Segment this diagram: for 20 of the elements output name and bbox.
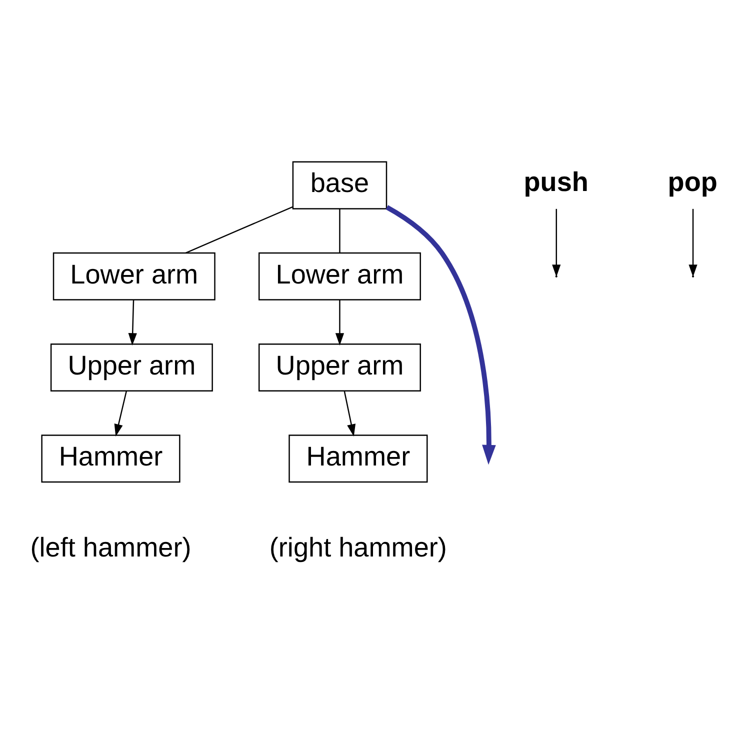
arrow bbox=[386, 205, 496, 465]
connector bbox=[186, 206, 293, 254]
connector bbox=[339, 208, 340, 253]
node-box: Hammer bbox=[41, 434, 180, 483]
arrow bbox=[344, 390, 356, 437]
node-box: Lower arm bbox=[52, 252, 216, 300]
node-label: (right hammer) bbox=[269, 532, 447, 563]
node-text: push bbox=[524, 166, 588, 197]
node-box: Upper arm bbox=[258, 344, 421, 392]
arrow bbox=[688, 208, 698, 277]
arrow bbox=[335, 300, 344, 346]
node-box: Hammer bbox=[288, 434, 428, 483]
node-box: Upper arm bbox=[50, 344, 213, 392]
arrow bbox=[128, 300, 137, 346]
node-box: base bbox=[292, 161, 388, 210]
node-box: Lower arm bbox=[258, 252, 421, 300]
arrow bbox=[114, 390, 127, 437]
node-text: pop bbox=[668, 166, 718, 197]
arrow bbox=[552, 208, 561, 277]
node-label: (left hammer) bbox=[30, 532, 192, 563]
